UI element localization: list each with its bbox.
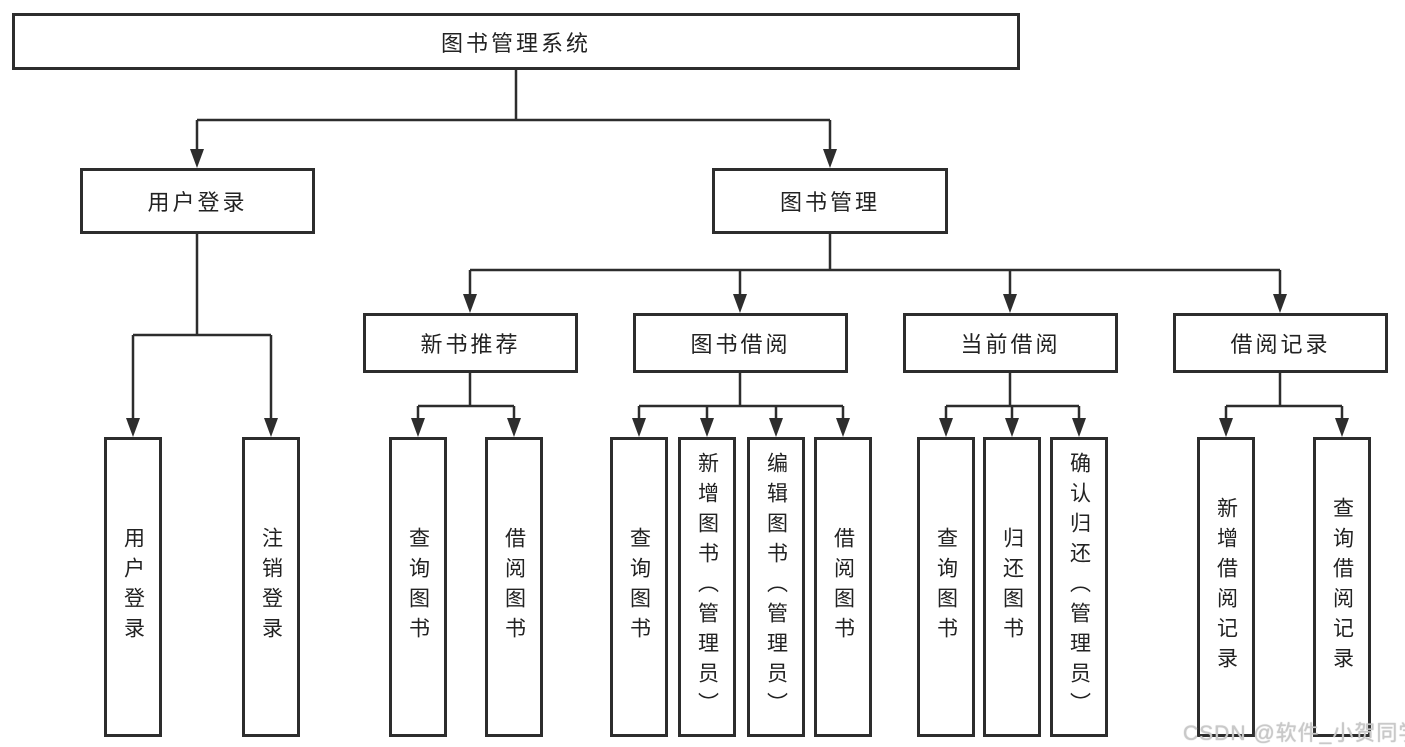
leaf-edit-book-admin-label: 编辑图书（管理员） bbox=[764, 452, 788, 722]
leaf-query-borrow-record: 查询借阅记录 bbox=[1313, 437, 1371, 737]
leaf-query-books-recommend-label: 查询图书 bbox=[406, 527, 430, 647]
leaf-borrow-books-recommend-label: 借阅图书 bbox=[502, 527, 526, 647]
leaf-add-book-admin: 新增图书（管理员） bbox=[678, 437, 736, 737]
node-new-book-recommend: 新书推荐 bbox=[363, 313, 578, 373]
leaf-user-login-label: 用户登录 bbox=[121, 527, 145, 647]
leaf-query-books-borrow-label: 查询图书 bbox=[627, 527, 651, 647]
leaf-query-books-current-label: 查询图书 bbox=[934, 527, 958, 647]
leaf-add-borrow-record: 新增借阅记录 bbox=[1197, 437, 1255, 737]
leaf-borrow-books: 借阅图书 bbox=[814, 437, 872, 737]
leaf-logout: 注销登录 bbox=[242, 437, 300, 737]
node-book-borrow: 图书借阅 bbox=[633, 313, 848, 373]
node-user-login: 用户登录 bbox=[80, 168, 315, 234]
leaf-add-borrow-record-label: 新增借阅记录 bbox=[1214, 497, 1238, 677]
leaf-query-books-recommend: 查询图书 bbox=[389, 437, 447, 737]
leaf-confirm-return-admin-label: 确认归还（管理员） bbox=[1067, 452, 1091, 722]
leaf-query-borrow-record-label: 查询借阅记录 bbox=[1330, 497, 1354, 677]
leaf-add-book-admin-label: 新增图书（管理员） bbox=[695, 452, 719, 722]
leaf-edit-book-admin: 编辑图书（管理员） bbox=[747, 437, 805, 737]
leaf-confirm-return-admin: 确认归还（管理员） bbox=[1050, 437, 1108, 737]
leaf-logout-label: 注销登录 bbox=[259, 527, 283, 647]
leaf-query-books-borrow: 查询图书 bbox=[610, 437, 668, 737]
leaf-return-books: 归还图书 bbox=[983, 437, 1041, 737]
node-current-borrow: 当前借阅 bbox=[903, 313, 1118, 373]
node-borrow-records: 借阅记录 bbox=[1173, 313, 1388, 373]
leaf-borrow-books-recommend: 借阅图书 bbox=[485, 437, 543, 737]
node-book-management: 图书管理 bbox=[712, 168, 948, 234]
leaf-user-login: 用户登录 bbox=[104, 437, 162, 737]
watermark: CSDN @软件_小贺同学 bbox=[1183, 722, 1405, 745]
node-library-system: 图书管理系统 bbox=[12, 13, 1020, 70]
leaf-query-books-current: 查询图书 bbox=[917, 437, 975, 737]
leaf-return-books-label: 归还图书 bbox=[1000, 527, 1024, 647]
leaf-borrow-books-label: 借阅图书 bbox=[831, 527, 855, 647]
